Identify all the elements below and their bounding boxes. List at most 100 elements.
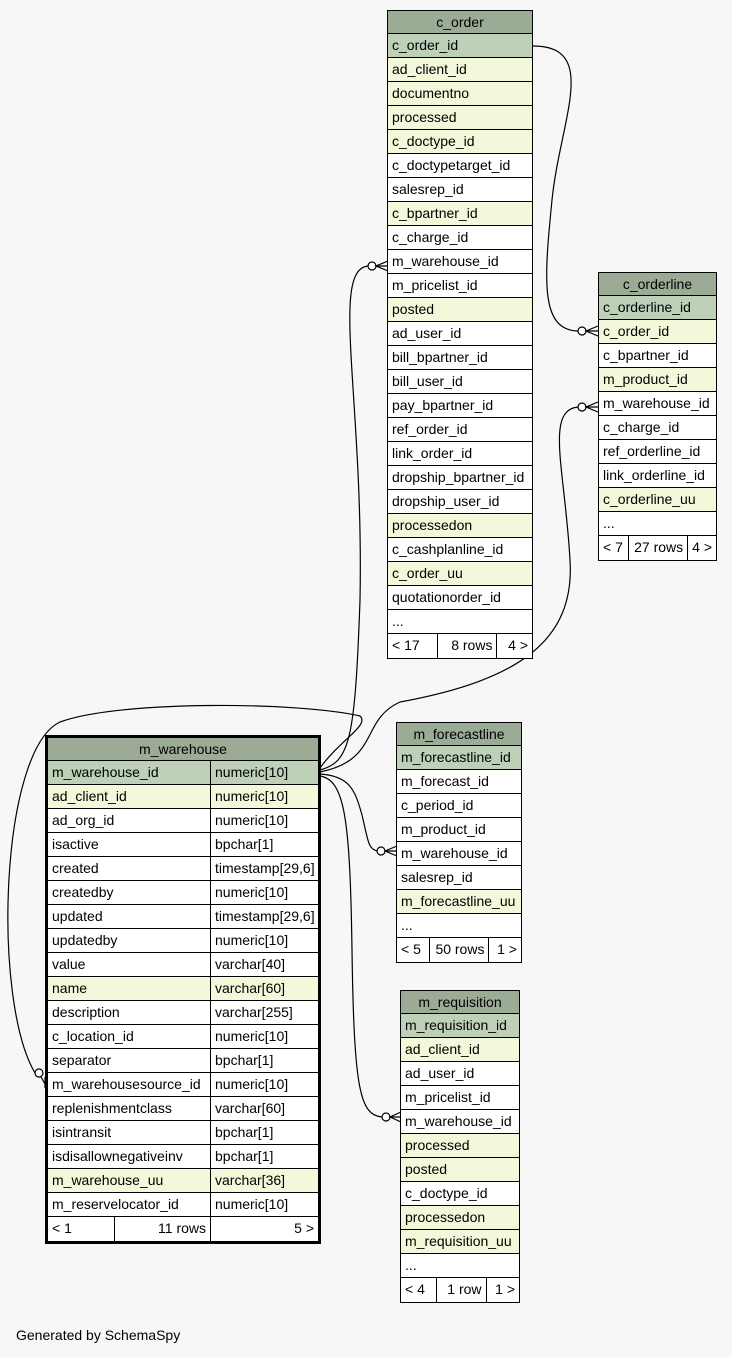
column-name[interactable]: ad_client_id: [52, 788, 127, 804]
column-name[interactable]: updatedby: [52, 932, 118, 948]
children-count[interactable]: 4 >: [687, 536, 716, 560]
column-name[interactable]: c_location_id: [52, 1028, 134, 1044]
table-row[interactable]: processed: [401, 1134, 519, 1158]
column-name[interactable]: m_pricelist_id: [392, 277, 478, 293]
column-name[interactable]: m_reservelocator_id: [52, 1196, 179, 1212]
column-name[interactable]: isdisallownegativeinv: [52, 1148, 183, 1164]
table-row[interactable]: ad_user_id: [388, 322, 532, 346]
table-header[interactable]: c_orderline: [599, 273, 716, 296]
column-name[interactable]: processedon: [405, 1209, 486, 1225]
column-name[interactable]: m_product_id: [401, 821, 486, 837]
column-name[interactable]: m_warehouse_id: [52, 764, 159, 780]
column-name[interactable]: processed: [405, 1137, 470, 1153]
table-row[interactable]: ...: [397, 914, 521, 938]
table-header[interactable]: m_requisition: [401, 991, 519, 1014]
column-name[interactable]: ref_orderline_id: [603, 443, 701, 459]
table-row[interactable]: ad_user_id: [401, 1062, 519, 1086]
column-name[interactable]: m_warehouse_uu: [52, 1172, 164, 1188]
column-name[interactable]: description: [52, 1004, 120, 1020]
table-row[interactable]: ref_orderline_id: [599, 440, 716, 464]
table-header[interactable]: c_order: [388, 11, 532, 34]
column-name[interactable]: updated: [52, 908, 103, 924]
table-row[interactable]: ...: [401, 1254, 519, 1278]
column-name[interactable]: m_warehousesource_id: [52, 1076, 201, 1092]
table-row[interactable]: c_charge_id: [599, 416, 716, 440]
children-count[interactable]: 4 >: [496, 634, 532, 658]
table-row[interactable]: salesrep_id: [397, 866, 521, 890]
column-name[interactable]: ...: [603, 515, 615, 531]
column-name[interactable]: salesrep_id: [401, 869, 473, 885]
column-name[interactable]: ...: [405, 1257, 417, 1273]
table-row[interactable]: m_requisition_id: [401, 1014, 519, 1038]
table-row[interactable]: ...: [388, 610, 532, 634]
column-name[interactable]: c_doctypetarget_id: [392, 157, 511, 173]
column-name[interactable]: salesrep_id: [392, 181, 464, 197]
children-count[interactable]: 5 >: [210, 1217, 318, 1241]
table-header[interactable]: m_warehouse: [48, 738, 318, 761]
column-name[interactable]: posted: [405, 1161, 448, 1177]
column-name[interactable]: documentno: [392, 85, 470, 101]
column-name[interactable]: created: [52, 860, 99, 876]
table-row[interactable]: dropship_user_id: [388, 490, 532, 514]
table-row[interactable]: c_order_id: [388, 34, 532, 58]
table-row[interactable]: c_period_id: [397, 794, 521, 818]
column-name[interactable]: createdby: [52, 884, 114, 900]
column-name[interactable]: bill_bpartner_id: [392, 349, 488, 365]
table-row[interactable]: ad_client_id: [401, 1038, 519, 1062]
column-name[interactable]: m_warehouse_id: [401, 845, 508, 861]
column-name[interactable]: c_cashplanline_id: [392, 541, 504, 557]
column-name[interactable]: posted: [392, 301, 435, 317]
column-name[interactable]: dropship_bpartner_id: [392, 469, 525, 485]
column-name[interactable]: isactive: [52, 836, 99, 852]
column-name[interactable]: m_warehouse_id: [405, 1113, 512, 1129]
table-row[interactable]: link_orderline_id: [599, 464, 716, 488]
table-row[interactable]: ...: [599, 512, 716, 536]
table-row[interactable]: salesrep_id: [388, 178, 532, 202]
table-header[interactable]: m_forecastline: [397, 723, 521, 746]
table-row[interactable]: c_orderline_id: [599, 296, 716, 320]
column-name[interactable]: bill_user_id: [392, 373, 463, 389]
table-row[interactable]: posted: [388, 298, 532, 322]
table-row[interactable]: bill_user_id: [388, 370, 532, 394]
table-row[interactable]: m_pricelist_id: [388, 274, 532, 298]
table-row[interactable]: pay_bpartner_id: [388, 394, 532, 418]
column-name[interactable]: dropship_user_id: [392, 493, 500, 509]
table-row[interactable]: bill_bpartner_id: [388, 346, 532, 370]
column-name[interactable]: ...: [392, 613, 404, 629]
table-row[interactable]: m_warehouse_id: [401, 1110, 519, 1134]
table-row[interactable]: processedon: [401, 1206, 519, 1230]
table-row[interactable]: m_forecast_id: [397, 770, 521, 794]
table-row[interactable]: c_bpartner_id: [599, 344, 716, 368]
column-name[interactable]: separator: [52, 1052, 112, 1068]
column-name[interactable]: ad_user_id: [392, 325, 462, 341]
table-row[interactable]: c_cashplanline_id: [388, 538, 532, 562]
column-name[interactable]: quotationorder_id: [392, 589, 501, 605]
column-name[interactable]: isintransit: [52, 1124, 112, 1140]
column-name[interactable]: c_charge_id: [392, 229, 469, 245]
table-row[interactable]: c_doctype_id: [401, 1182, 519, 1206]
table-row[interactable]: m_requisition_uu: [401, 1230, 519, 1254]
column-name[interactable]: name: [52, 980, 88, 996]
table-row[interactable]: quotationorder_id: [388, 586, 532, 610]
column-name[interactable]: ad_client_id: [405, 1041, 480, 1057]
parents-count[interactable]: < 4: [405, 1281, 425, 1297]
column-name[interactable]: m_forecastline_uu: [401, 893, 516, 909]
column-name[interactable]: c_doctype_id: [405, 1185, 488, 1201]
table-row[interactable]: processedon: [388, 514, 532, 538]
column-name[interactable]: c_bpartner_id: [603, 347, 689, 363]
column-name[interactable]: ad_user_id: [405, 1065, 475, 1081]
